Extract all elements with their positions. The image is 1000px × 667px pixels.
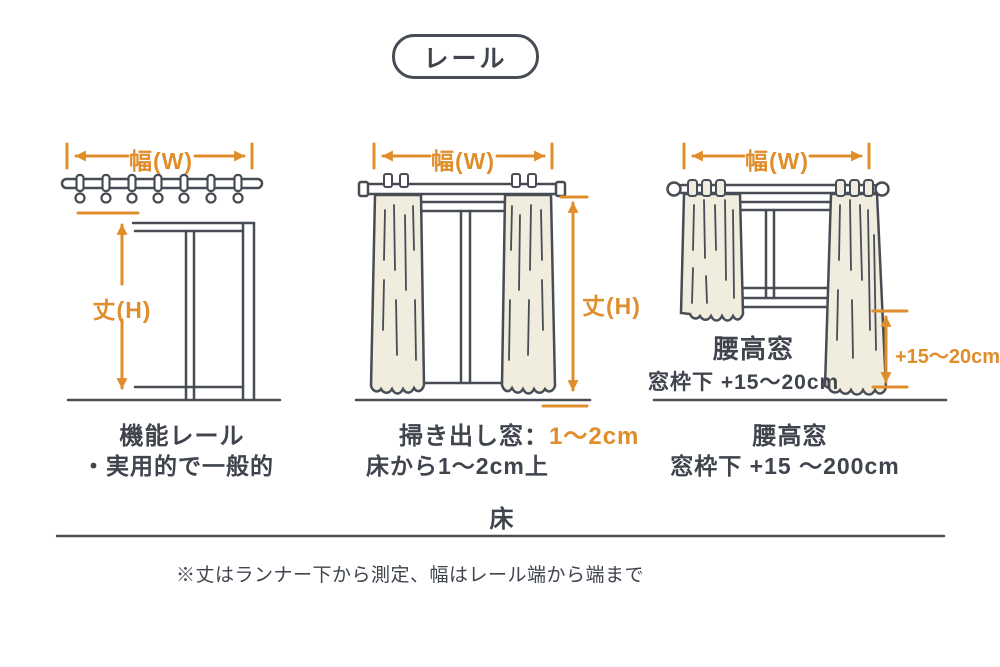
- rail-runner-icons: [74, 173, 244, 204]
- panel1-height-label: 丈(H): [92, 297, 152, 323]
- curtain-tab-icons: [687, 179, 874, 197]
- rod-finial-icon: [874, 181, 890, 197]
- panel3-width-label: 幅(W): [744, 148, 810, 174]
- panel2-width-label: 幅(W): [430, 148, 496, 174]
- panel2-curtains: [369, 193, 557, 395]
- panel2-caption-prefix: 掃き出し窓：: [399, 423, 549, 450]
- panel2-illustration: [354, 142, 592, 408]
- panel3-rod: [666, 179, 890, 197]
- panel1-caption-line1: 機能レール: [119, 423, 245, 450]
- panel2-height-label: 丈(H): [582, 293, 641, 319]
- panel3-curtains: [679, 192, 888, 396]
- footnote: ※丈はランナー下から測定、幅はレール端から端まで: [175, 565, 644, 586]
- panel3-inner-label-line2: 窓枠下 +15〜20cm: [648, 371, 840, 394]
- panel1-width-label: 幅(W): [128, 148, 194, 174]
- panel2-width-arrow: [372, 142, 554, 170]
- panel1-door-frame: [131, 221, 256, 401]
- panel2-rail: [357, 173, 567, 198]
- panel3-inner-label-line1: 腰高窓: [712, 334, 794, 364]
- panel3-measure-label: +15〜20cm: [895, 346, 1000, 368]
- rod-finial-icon: [666, 181, 682, 197]
- panel3-caption-line2: 窓枠下 +15 〜200cm: [670, 453, 900, 479]
- panel1-rail: [60, 173, 264, 204]
- panel3-left-curtain: [679, 192, 745, 322]
- panel2-caption-value: 1〜2cm: [549, 423, 640, 450]
- panel3-illustration: [652, 142, 948, 402]
- panel3-right-curtain: [823, 192, 888, 396]
- panel2-caption-line1: 掃き出し窓：1〜2cm: [399, 416, 639, 451]
- panel1-caption-line2: ・実用的で一般的: [82, 453, 274, 479]
- rail-bracket-icons: [383, 173, 537, 188]
- panel1-illustration: [60, 142, 282, 402]
- panel1-width-arrow: [65, 142, 254, 170]
- panel3-measure-arrow: [871, 309, 909, 389]
- panel3-caption-line1: 腰高窓: [752, 423, 828, 450]
- panel3-width-arrow: [682, 142, 871, 170]
- title-badge: レール: [392, 34, 539, 79]
- panel2-height-arrow: [559, 195, 589, 392]
- floor-label: 床: [489, 506, 515, 533]
- panel2-caption-line2: 床から1〜2cm上: [366, 453, 549, 479]
- title-label: レール: [423, 44, 508, 73]
- panel2-right-curtain: [500, 193, 557, 395]
- panel2-left-curtain: [369, 193, 426, 395]
